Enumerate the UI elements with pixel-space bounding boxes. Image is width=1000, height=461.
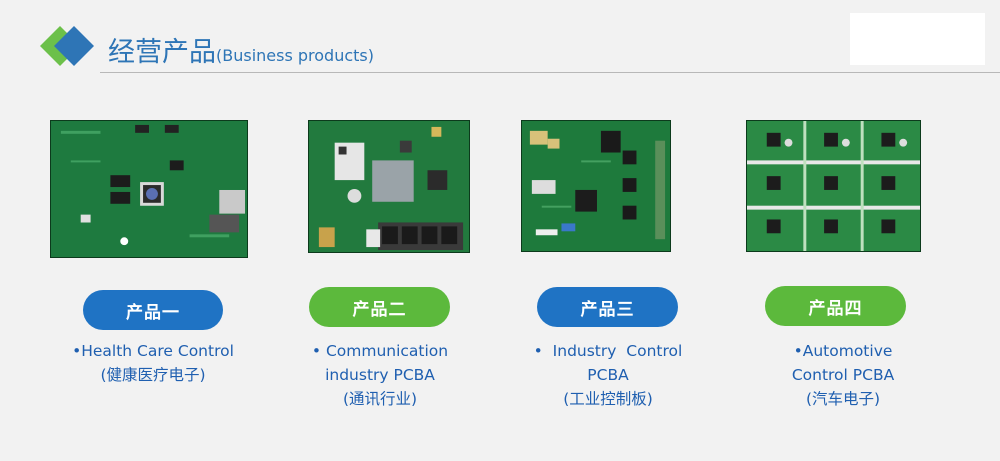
product-2-label: 产品二 [309,287,450,327]
pcb-image-industry-control [521,120,671,252]
blank-panel [850,13,985,65]
description-line: PCBA [587,366,629,384]
product-1-label: 产品一 [83,290,223,330]
description-line: (健康医疗电子) [100,366,206,384]
product-2-description: • Communication industry PCBA (通讯行业) [280,339,480,411]
description-line: industry PCBA [325,366,435,384]
product-3-label: 产品三 [537,287,678,327]
description-line: Control PCBA [791,366,895,384]
product-4-label: 产品四 [765,286,906,326]
product-4-description: •Automotive Control PCBA (汽车电子) [743,339,943,411]
description-line: • Industry Control [533,342,683,360]
description-line: (汽车电子) [805,390,881,408]
pcb-image-communication [308,120,470,253]
pcb-image-automotive [746,120,921,252]
product-3-description: • Industry Control PCBA (工业控制板) [508,339,708,411]
pcb-image-health-care [50,120,248,258]
page-title: 经营产品(Business products) [108,30,374,69]
product-1-description: •Health Care Control (健康医疗电子) [48,339,258,387]
page-title-en: (Business products) [216,46,374,65]
description-line: (工业控制板) [563,390,653,408]
page-title-cn: 经营产品 [108,37,216,68]
description-line: •Health Care Control [72,342,234,360]
description-line: (通讯行业) [342,390,418,408]
description-line: • Communication [311,342,449,360]
header-divider [100,72,1000,73]
description-line: •Automotive [793,342,893,360]
logo-icon [38,24,98,68]
